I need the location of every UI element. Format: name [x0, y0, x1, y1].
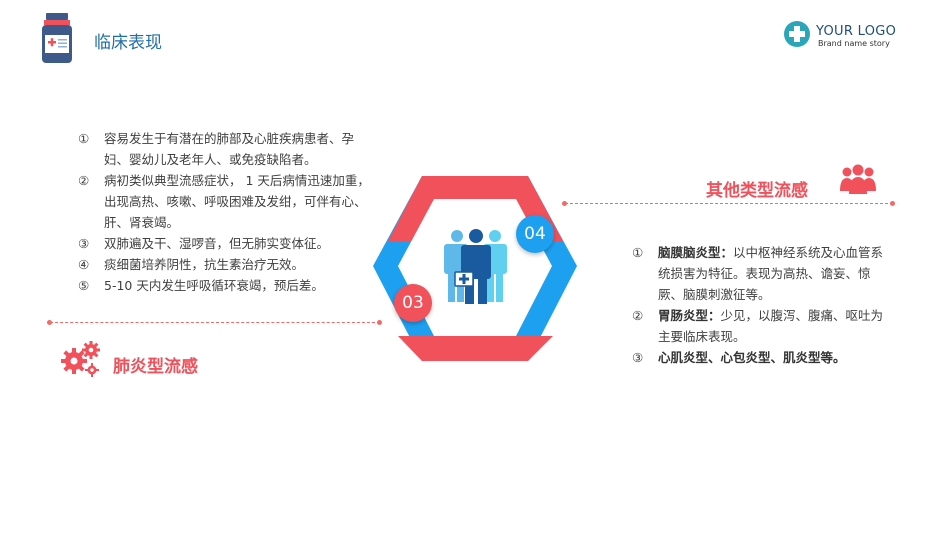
logo-subtitle: Brand name story: [818, 39, 890, 48]
logo-text: YOUR LOGO: [816, 24, 897, 39]
list-item: ② 胃肠炎型：少见，以腹泻、腹痛、呕吐为主要临床表现。: [632, 308, 884, 344]
page-title: 临床表现: [94, 33, 162, 53]
divider-dot-left: [47, 320, 52, 325]
divider-dot-left: [562, 201, 567, 206]
divider-right: [565, 203, 893, 204]
divider-dot-right: [377, 320, 382, 325]
logo-plus-icon-vertical: [794, 26, 800, 42]
list-item: ② 病初类似典型流感症状， 1 天后病情迅速加重，出现高热、咳嗽、呼吸困难及发绀…: [78, 173, 370, 230]
gears-icon: [60, 340, 102, 382]
divider-dot-right: [890, 201, 895, 206]
pneumonia-heading: 肺炎型流感: [113, 357, 198, 377]
list-item: ④ 痰细菌培养阴性，抗生素治疗无效。: [78, 257, 305, 272]
doctors-group-icon: [441, 228, 511, 310]
pneumonia-symptom-list: ① 容易发生于有潜在的肺部及心脏疾病患者、孕妇、婴幼儿及老年人、或免疫缺陷者。 …: [78, 128, 378, 296]
list-item: ① 容易发生于有潜在的肺部及心脏疾病患者、孕妇、婴幼儿及老年人、或免疫缺陷者。: [78, 131, 355, 167]
people-group-icon: [840, 163, 876, 199]
other-types-heading: 其他类型流感: [706, 181, 808, 201]
list-item: ③ 心肌炎型、心包炎型、肌炎型等。: [632, 350, 846, 365]
list-item: ① 脑膜脑炎型：以中枢神经系统及心血管系统损害为特征。表现为高热、谵妄、惊厥、脑…: [632, 245, 884, 302]
medicine-bottle-icon: [42, 13, 72, 69]
badge-03: 03: [394, 284, 432, 322]
divider-left: [50, 322, 380, 323]
list-item: ⑤ 5-10 天内发生呼吸循环衰竭，预后差。: [78, 278, 324, 293]
badge-04: 04: [516, 215, 554, 253]
other-types-list: ① 脑膜脑炎型：以中枢神经系统及心血管系统损害为特征。表现为高热、谵妄、惊厥、脑…: [632, 242, 887, 368]
list-item: ③ 双肺遍及干、湿啰音，但无肺实变体征。: [78, 236, 330, 251]
